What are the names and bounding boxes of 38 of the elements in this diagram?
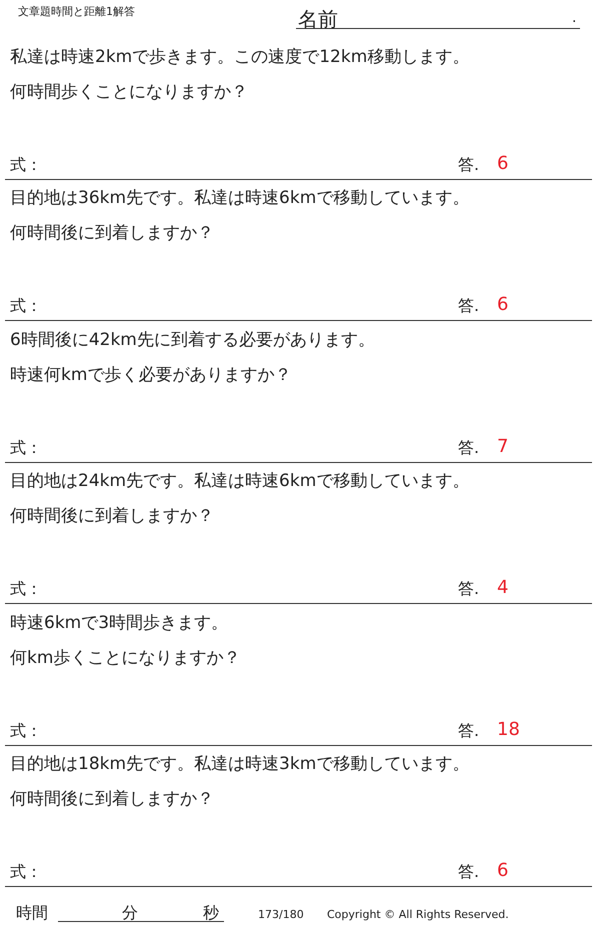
answer-label: 答. — [458, 579, 480, 600]
formula-label: 式： — [10, 155, 42, 176]
answer-label: 答. — [458, 155, 480, 176]
answer-label: 答. — [458, 296, 480, 318]
answer-value: 4 — [497, 577, 508, 598]
question-text: 目的地は36km先です。私達は時速6kmで移動しています。 — [10, 187, 470, 210]
worksheet-title: 文章題時間と距離1解答 — [18, 4, 135, 19]
question-text: 何時間歩くことになりますか？ — [10, 81, 248, 103]
formula-label: 式： — [10, 579, 42, 600]
question-text: 目的地は18km先です。私達は時速3kmで移動しています。 — [10, 753, 470, 775]
minutes-label: 分 — [122, 903, 138, 924]
question-text: 何時間後に到着しますか？ — [10, 222, 214, 244]
formula-label: 式： — [10, 438, 42, 459]
period-mark: . — [572, 10, 576, 26]
question-text: 何時間後に到着しますか？ — [10, 505, 214, 528]
formula-label: 式： — [10, 296, 42, 318]
question-text: 何時間後に到着しますか？ — [10, 788, 214, 810]
answer-value: 7 — [497, 436, 508, 457]
answer-value: 6 — [497, 294, 508, 316]
question-text: 何km歩くことになりますか？ — [10, 646, 240, 669]
answer-label: 答. — [458, 720, 480, 742]
page-number: 173/180 — [258, 908, 304, 921]
question-text: 私達は時速2kmで歩きます。この速度で12km移動します。 — [10, 46, 470, 68]
formula-label: 式： — [10, 862, 42, 883]
answer-label: 答. — [458, 862, 480, 883]
question-text: 6時間後に42km先に到着する必要があります。 — [10, 328, 375, 351]
answer-value: 18 — [497, 718, 520, 740]
answer-label: 答. — [458, 438, 480, 459]
seconds-label: 秒 — [203, 903, 219, 924]
question-text: 時速6kmで3時間歩きます。 — [10, 612, 228, 634]
question-text: 時速何kmで歩く必要がありますか？ — [10, 364, 292, 386]
formula-label: 式： — [10, 720, 42, 742]
time-label: 時間 — [16, 903, 48, 924]
copyright-notice: Copyright © All Rights Reserved. — [327, 908, 509, 921]
question-text: 目的地は24km先です。私達は時速6kmで移動しています。 — [10, 470, 470, 492]
answer-value: 6 — [497, 860, 508, 881]
answer-value: 6 — [497, 153, 508, 174]
name-label: 名前 — [298, 6, 338, 33]
